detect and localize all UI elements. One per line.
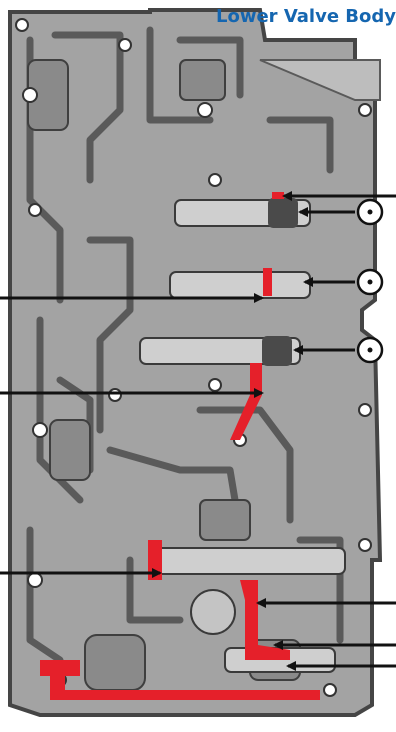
red-mark-mid [263, 268, 272, 296]
accumulator-boss [190, 589, 236, 635]
spool-end-caps [262, 198, 298, 366]
red-channel-bottom [40, 660, 320, 700]
check-ball-icon [356, 268, 384, 296]
red-mark-top [272, 192, 284, 199]
red-channel-right [240, 580, 290, 660]
spool-2 [169, 271, 311, 299]
side-flange [259, 59, 381, 101]
check-ball-symbols [356, 198, 384, 364]
check-ball-icon [356, 336, 384, 364]
highlighted-passages [40, 192, 320, 700]
callout-arrows [0, 191, 396, 671]
spool-4 [149, 547, 346, 575]
bolt-holes [15, 18, 372, 697]
diagram-title: Lower Valve Body [216, 6, 396, 27]
check-ball-icon [356, 198, 384, 226]
red-channel-center [230, 363, 262, 440]
